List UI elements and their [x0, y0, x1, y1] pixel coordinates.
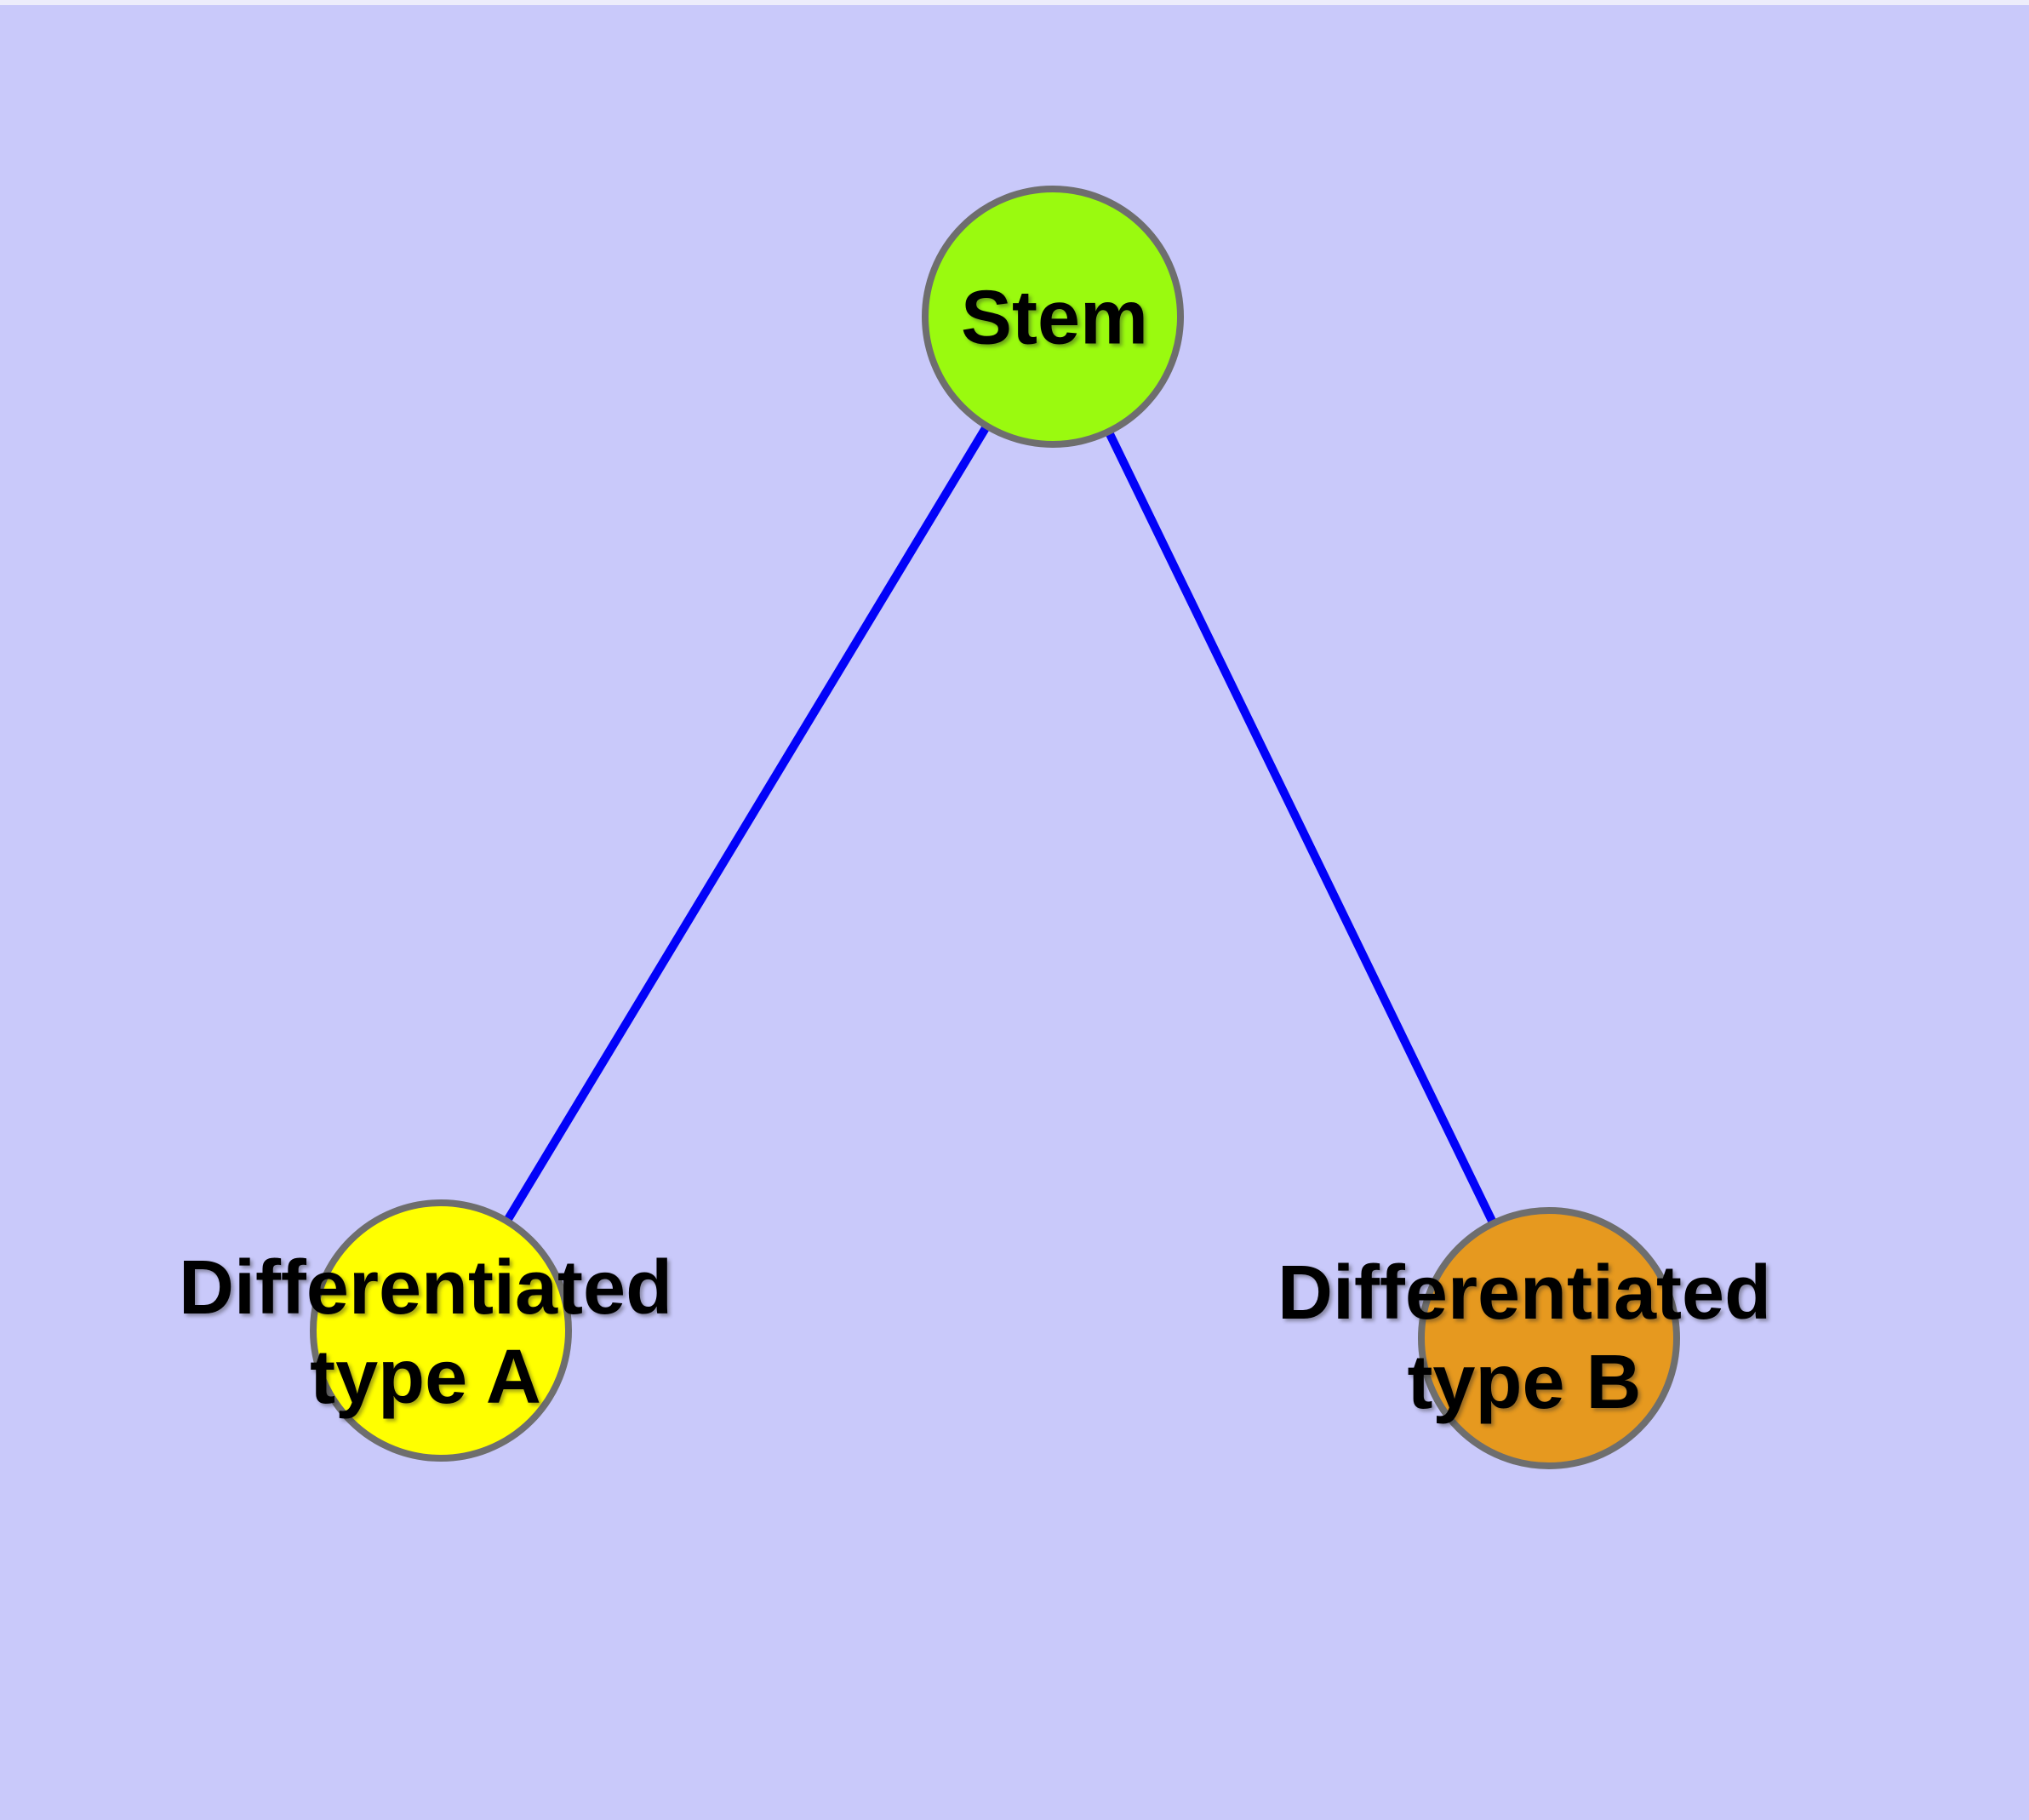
- top-edge-strip: [0, 0, 2029, 5]
- edge-stem-to-type-b: [1049, 314, 1553, 1341]
- node-stem-circle: [922, 186, 1184, 448]
- node-type-b-circle: [1418, 1207, 1680, 1469]
- edge-stem-to-type-a: [437, 314, 1057, 1333]
- node-type-a-circle: [310, 1199, 572, 1462]
